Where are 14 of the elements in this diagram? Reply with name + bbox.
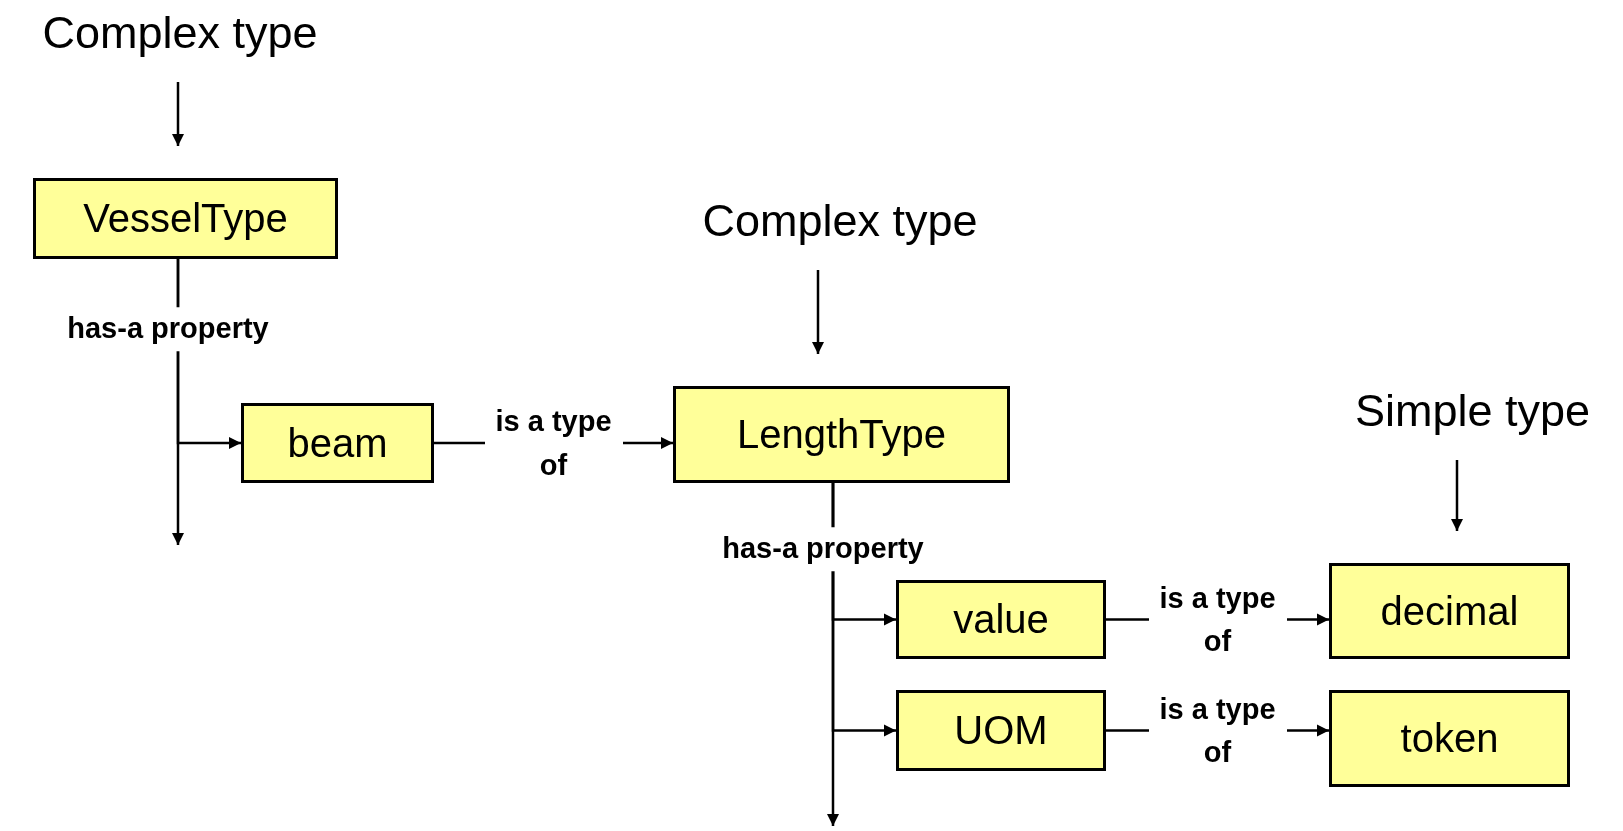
arrow [1450,460,1464,531]
arrow [826,483,840,826]
type-box: beam [241,403,434,483]
type-heading: Simple type [1330,383,1615,438]
arrow [171,82,185,146]
type-heading: Complex type [15,5,345,60]
type-box: LengthType [673,386,1010,483]
type-box: token [1329,690,1570,787]
type-box: VesselType [33,178,338,259]
type-box: decimal [1329,563,1570,659]
type-heading: Complex type [675,193,1005,248]
arrow [811,270,825,354]
type-box: value [896,580,1106,659]
type-box: UOM [896,690,1106,771]
